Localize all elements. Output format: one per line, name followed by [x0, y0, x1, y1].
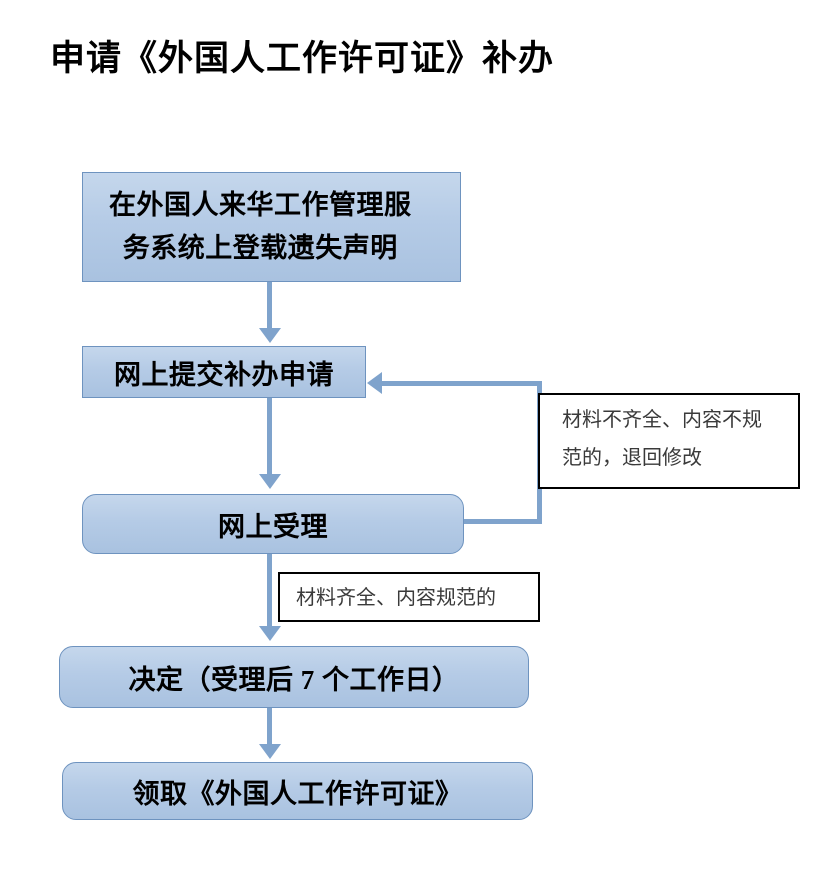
- arrowhead-down-icon: [259, 744, 281, 759]
- connector-decision-to-collect-permit: [267, 708, 272, 746]
- connector-online-acceptance-to-decision: [267, 554, 272, 628]
- annotation-materials-complete: 材料齐全、内容规范的: [278, 572, 540, 622]
- arrowhead-down-icon: [259, 474, 281, 489]
- arrowhead-down-icon: [259, 626, 281, 641]
- node-decision[interactable]: 决定（受理后 7 个工作日）: [59, 646, 529, 708]
- annotation-return-for-revision-line1: 材料不齐全、内容不规: [562, 409, 762, 431]
- node-online-acceptance[interactable]: 网上受理: [82, 494, 464, 554]
- node-online-application-label: 网上提交补办申请: [114, 359, 334, 390]
- annotation-return-for-revision: 材料不齐全、内容不规 范的，退回修改: [538, 393, 800, 489]
- node-collect-permit[interactable]: 领取《外国人工作许可证》: [62, 762, 533, 820]
- connector-feedback-bottom-segment: [464, 519, 542, 524]
- page-title: 申请《外国人工作许可证》补办: [50, 39, 555, 78]
- node-online-application[interactable]: 网上提交补办申请: [82, 346, 366, 398]
- node-lost-declaration-label: 在外国人来华工作管理服 务系统上登载遗失声明: [99, 184, 422, 270]
- arrowhead-left-icon: [367, 372, 382, 394]
- connector-lost-declaration-to-online-application: [267, 282, 272, 330]
- node-lost-declaration-line2: 务系统上登载遗失声明: [122, 233, 398, 263]
- annotation-return-for-revision-line2: 范的，退回修改: [562, 447, 702, 469]
- node-lost-declaration-line1: 在外国人来华工作管理服: [109, 190, 412, 220]
- node-online-acceptance-label: 网上受理: [218, 511, 328, 542]
- node-decision-label: 决定（受理后 7 个工作日）: [128, 664, 460, 695]
- arrowhead-down-icon: [259, 328, 281, 343]
- node-collect-permit-label: 领取《外国人工作许可证》: [132, 778, 463, 809]
- connector-feedback-top-segment: [382, 381, 540, 386]
- connector-online-application-to-online-acceptance: [267, 398, 272, 476]
- node-lost-declaration[interactable]: 在外国人来华工作管理服 务系统上登载遗失声明: [82, 172, 461, 282]
